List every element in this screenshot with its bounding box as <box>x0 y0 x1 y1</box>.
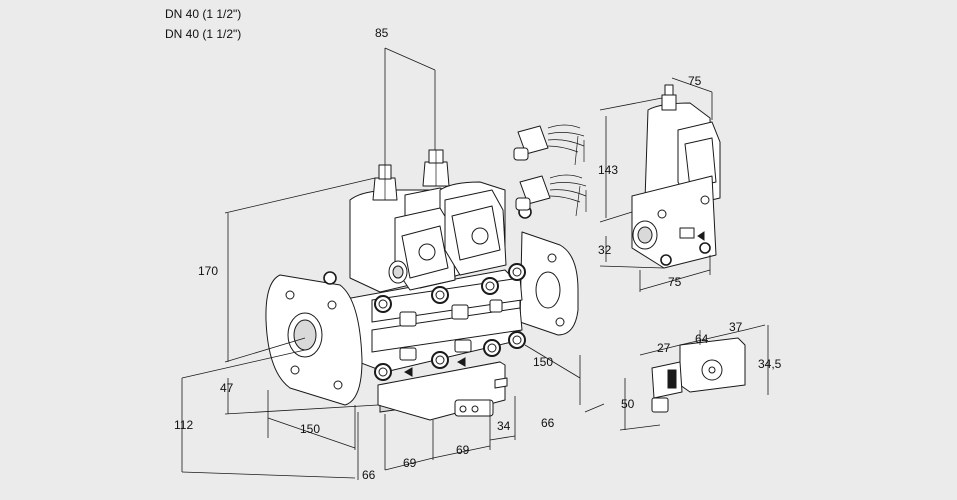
dim-69-b: 69 <box>456 443 470 457</box>
plug-connector-pair <box>513 124 587 217</box>
dim-75-bottom: 75 <box>668 275 682 289</box>
main-valve-assembly <box>265 149 579 421</box>
dim-64: 64 <box>695 332 709 346</box>
dim-150-right: 150 <box>533 355 554 369</box>
dim-37: 37 <box>729 320 743 334</box>
dim-112: 112 <box>174 418 194 432</box>
dim-47: 47 <box>220 381 234 395</box>
dim-85: 85 <box>375 26 389 40</box>
dim-66-right: 66 <box>541 416 555 430</box>
dn-size-label-1: DN 40 (1 1/2") <box>165 7 242 21</box>
dim-143: 143 <box>598 163 619 177</box>
dim-34: 34 <box>497 419 511 433</box>
dim-27: 27 <box>657 341 671 355</box>
dimension-lines <box>181 47 769 480</box>
pressure-switch-detail <box>651 330 746 413</box>
dim-50: 50 <box>621 397 635 411</box>
dim-66-bottom: 66 <box>362 468 376 482</box>
dim-170: 170 <box>198 264 219 278</box>
dim-69-a: 69 <box>403 456 417 470</box>
dim-150-left: 150 <box>300 422 321 436</box>
dim-34-5: 34,5 <box>758 357 782 371</box>
single-valve-detail <box>631 84 721 269</box>
dn-size-label-2: DN 40 (1 1/2") <box>165 27 242 41</box>
dim-75-top: 75 <box>688 74 702 88</box>
dim-32: 32 <box>598 243 612 257</box>
